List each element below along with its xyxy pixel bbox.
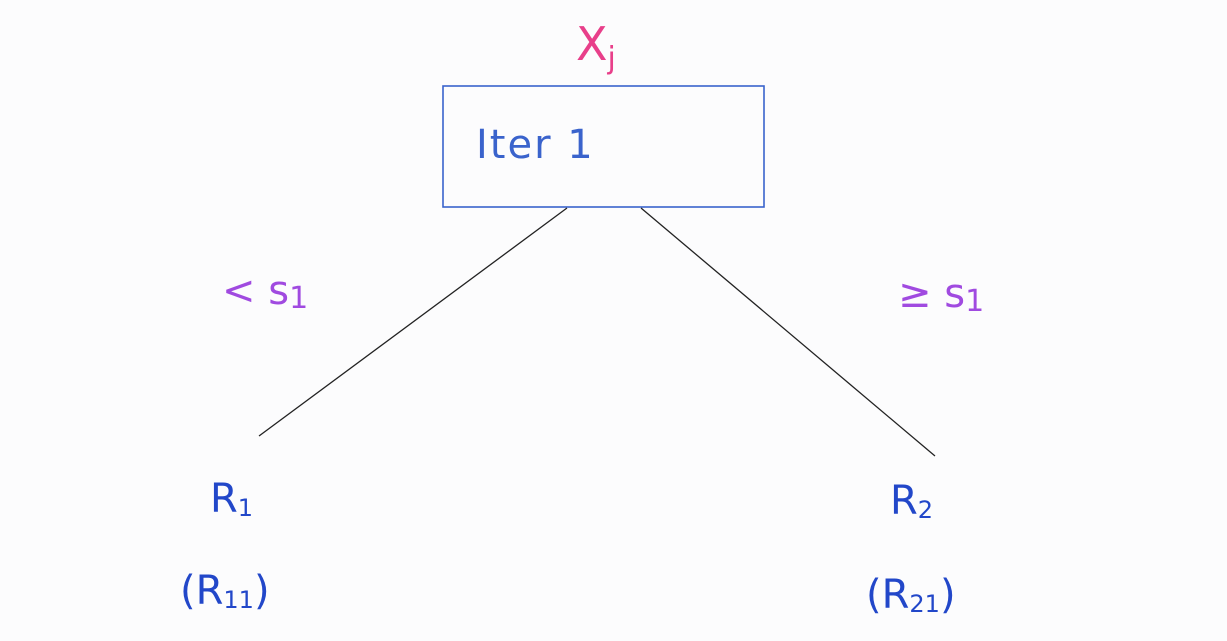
left-leaf-region: R1	[210, 476, 253, 522]
right-subregion-open-paren: (	[866, 572, 882, 618]
left-branch-condition: < s	[222, 268, 289, 314]
left-subregion-open-paren: (	[180, 568, 196, 614]
root-node-box	[442, 85, 765, 208]
root-node-text: Iter 1	[476, 122, 595, 168]
left-leaf-subregion: (R11)	[180, 568, 270, 614]
left-region-symbol: R	[210, 476, 238, 522]
right-region-symbol: R	[890, 478, 918, 524]
right-branch-condition: ≥ s	[898, 271, 965, 317]
left-branch-subscript: 1	[289, 281, 308, 316]
feature-symbol: X	[576, 17, 608, 71]
left-branch-label: < s1	[222, 268, 308, 316]
right-region-subscript: 2	[918, 496, 933, 524]
feature-subscript: j	[607, 41, 616, 76]
feature-label: Xj	[576, 17, 616, 76]
left-branch-edge	[258, 207, 568, 437]
right-branch-subscript: 1	[965, 284, 984, 319]
left-subregion-symbol: R	[196, 568, 224, 614]
left-region-subscript: 1	[238, 494, 253, 522]
right-subregion-close-paren: )	[940, 572, 956, 618]
right-leaf-region: R2	[890, 478, 933, 524]
right-branch-label: ≥ s1	[898, 271, 984, 319]
left-subregion-subscript: 11	[223, 586, 254, 614]
right-subregion-symbol: R	[882, 572, 910, 618]
left-subregion-close-paren: )	[254, 568, 270, 614]
right-leaf-subregion: (R21)	[866, 572, 956, 618]
right-subregion-subscript: 21	[909, 590, 940, 618]
right-branch-edge	[640, 207, 936, 457]
